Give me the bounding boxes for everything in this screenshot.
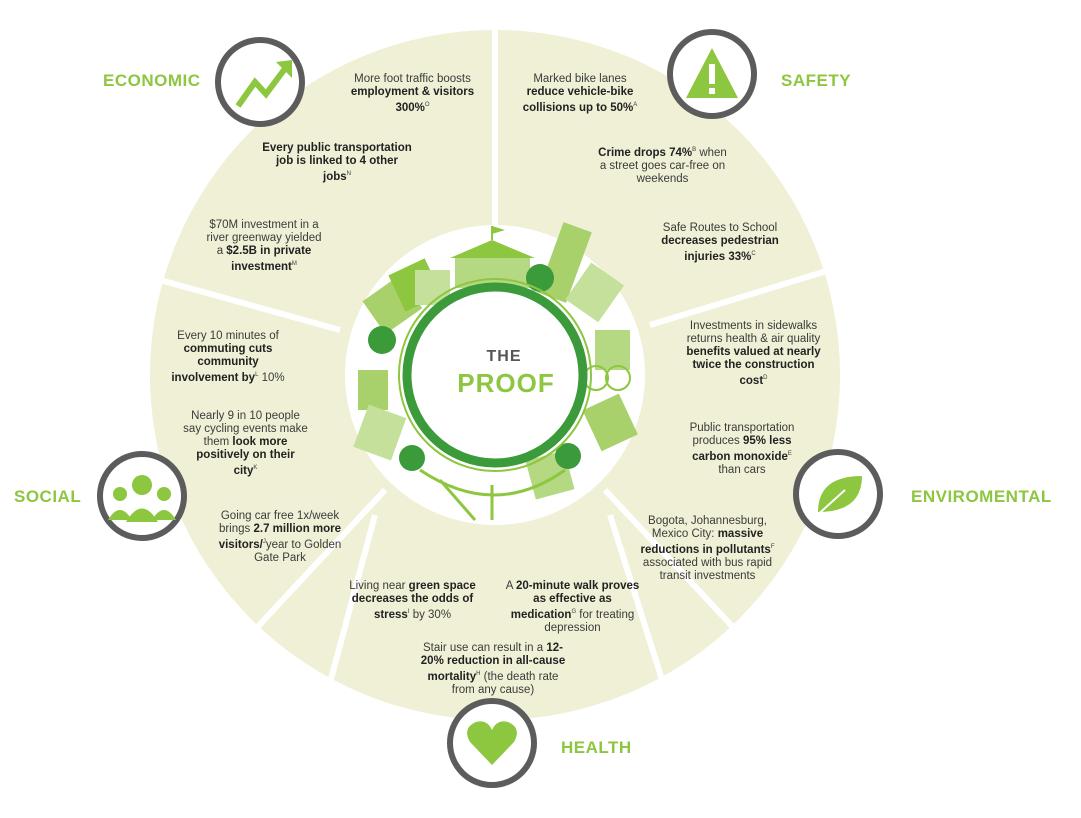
fact-social-car-free: Going car free 1x/week brings 2.7 millio… bbox=[218, 510, 342, 564]
fact-economic-foot-traffic: More foot traffic boosts employment & vi… bbox=[350, 73, 475, 114]
fact-safety-crime: Crime drops 74%B when a street goes car-… bbox=[598, 146, 727, 185]
fact-economic-greenway: $70M investment in a river greenway yiel… bbox=[206, 219, 322, 273]
fact-safety-bike-lanes: Marked bike lanes reduce vehicle-bike co… bbox=[522, 73, 638, 114]
category-health-label: HEALTH bbox=[561, 738, 632, 757]
fact-environment-sidewalks: Investments in sidewalks returns health … bbox=[686, 320, 821, 387]
fact-environment-transit-co: Public transportation produces 95% less … bbox=[689, 422, 795, 476]
fact-social-commuting: Every 10 minutes of commuting cuts commu… bbox=[171, 330, 285, 384]
center-ring-outer bbox=[398, 278, 592, 472]
category-environmental-label: ENVIROMENTAL bbox=[911, 487, 1052, 506]
center-ring bbox=[402, 282, 588, 468]
center-title-line1: THE bbox=[486, 348, 522, 365]
group-of-people-icon bbox=[97, 451, 187, 541]
segment-dividers bbox=[159, 30, 831, 721]
fact-safety-safe-routes: Safe Routes to School decreases pedestri… bbox=[661, 222, 779, 263]
leaf-icon bbox=[793, 449, 883, 539]
fact-economic-transport-jobs: Every public transportation job is linke… bbox=[262, 142, 412, 183]
city-illustration bbox=[353, 222, 638, 521]
fact-health-walk: A 20-minute walk proves as effective as … bbox=[505, 580, 640, 634]
category-safety-label: SAFETY bbox=[781, 71, 852, 90]
economic-icon bbox=[215, 37, 305, 127]
fact-environment-bus-rapid-transit: Bogota, Johannesburg, Mexico City: massi… bbox=[640, 515, 775, 582]
warning-triangle-icon bbox=[667, 29, 757, 119]
category-social-label: SOCIAL bbox=[14, 487, 82, 506]
heart-icon bbox=[447, 698, 537, 788]
fact-health-stair-use: Stair use can result in a 12-20% reducti… bbox=[420, 642, 566, 696]
category-economic-label: ECONOMIC bbox=[103, 71, 201, 90]
center-title-line2: PROOF bbox=[457, 368, 555, 398]
fact-health-green-space: Living near green space decreases the od… bbox=[349, 580, 476, 621]
fact-social-cycling-events: Nearly 9 in 10 people say cycling events… bbox=[183, 410, 308, 477]
